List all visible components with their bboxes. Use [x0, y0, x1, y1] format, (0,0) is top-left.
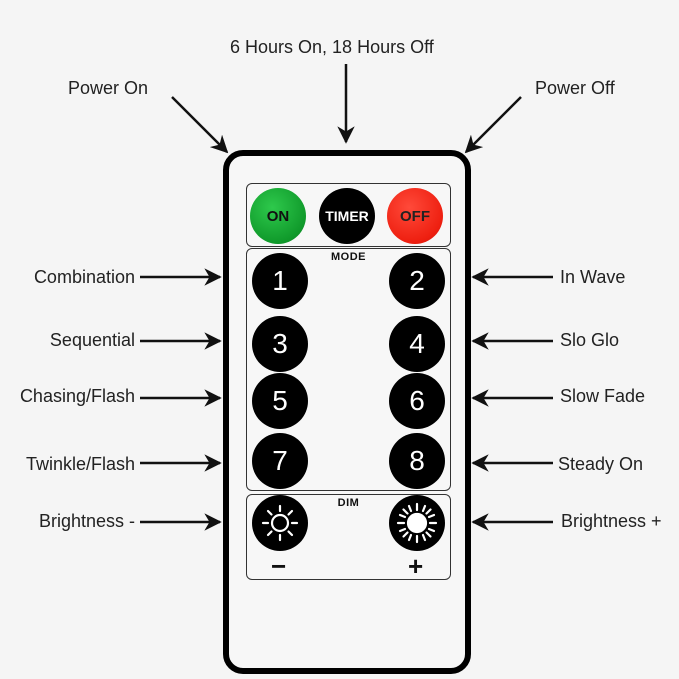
remote-control: ON TIMER OFF MODE 1 2 3 4 5 6 7 8 DIM [223, 150, 471, 674]
mode-button-5[interactable]: 5 [252, 373, 308, 429]
label-twinkle-flash: Twinkle/Flash [25, 454, 135, 474]
label-power-off: Power Off [535, 78, 615, 98]
label-slo-glo: Slo Glo [560, 330, 620, 350]
off-button[interactable]: OFF [387, 188, 443, 244]
on-button[interactable]: ON [250, 188, 306, 244]
dim-title: DIM [337, 497, 360, 509]
sun-filled-icon [396, 502, 438, 544]
power-panel: ON TIMER OFF [246, 183, 451, 247]
label-timer: 6 Hours On, 18 Hours Off [230, 37, 434, 57]
dim-up-button[interactable] [389, 495, 445, 551]
plus-sign: + [408, 551, 424, 581]
dim-panel: DIM [246, 494, 451, 580]
arrow-power-off [464, 96, 522, 154]
label-combination: Combination [33, 267, 135, 287]
minus-sign: − [271, 551, 287, 581]
mode-button-3[interactable]: 3 [252, 316, 308, 372]
sun-outline-icon [261, 504, 299, 542]
mode-button-7[interactable]: 7 [252, 433, 308, 489]
mode-button-4[interactable]: 4 [389, 316, 445, 372]
timer-button[interactable]: TIMER [319, 188, 375, 244]
label-power-on: Power On [68, 78, 149, 98]
label-in-wave: In Wave [560, 267, 626, 287]
arrow-power-on [171, 96, 229, 154]
mode-title: MODE [331, 251, 366, 263]
label-slow-fade: Slow Fade [560, 386, 646, 406]
dim-down-button[interactable] [252, 495, 308, 551]
mode-button-1[interactable]: 1 [252, 253, 308, 309]
mode-button-2[interactable]: 2 [389, 253, 445, 309]
label-sequential: Sequential [49, 330, 135, 350]
label-brightness-down: Brightness - [38, 511, 135, 531]
label-steady-on: Steady On [558, 454, 644, 474]
mode-button-6[interactable]: 6 [389, 373, 445, 429]
label-brightness-up: Brightness + [561, 511, 662, 531]
mode-button-8[interactable]: 8 [389, 433, 445, 489]
label-chasing-flash: Chasing/Flash [19, 386, 135, 406]
mode-panel: MODE 1 2 3 4 5 6 7 8 [246, 248, 451, 491]
